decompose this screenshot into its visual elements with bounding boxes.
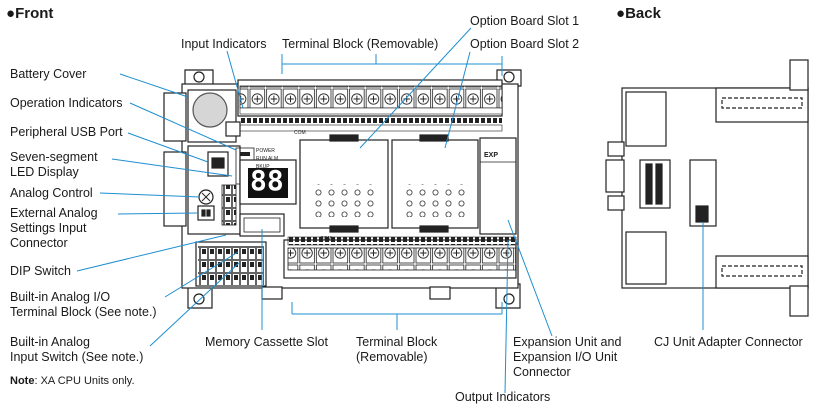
label-expansion-connector: Expansion Unit and Expansion I/O Unit Co… <box>513 335 622 379</box>
exp-text: EXP <box>484 152 499 159</box>
label-option-board-slot-1: Option Board Slot 1 <box>470 14 580 28</box>
bullet-icon: ● <box>616 5 626 22</box>
label-peripheral-usb-port: Peripheral USB Port <box>10 125 123 139</box>
bkup-text: BKUP <box>256 164 270 170</box>
back-heading: ●Back <box>616 5 661 22</box>
label-input-indicators: Input Indicators <box>181 37 267 51</box>
com-text-bottom: COM <box>320 236 332 242</box>
label-operation-indicators: Operation Indicators <box>10 96 123 110</box>
note: Note: XA CPU Units only. <box>10 375 135 387</box>
label-output-indicators: Output Indicators <box>455 390 551 404</box>
com-text-top: COM <box>294 130 306 136</box>
label-seven-segment: Seven-segment LED Display <box>10 150 98 179</box>
label-builtin-analog-input: Built-in Analog Input Switch (See note.) <box>10 335 144 364</box>
label-option-board-slot-2: Option Board Slot 2 <box>470 37 580 51</box>
led-display: 88. <box>250 164 301 197</box>
label-memory-cassette-slot: Memory Cassette Slot <box>205 335 328 349</box>
label-builtin-analog-io: Built-in Analog I/O Terminal Block (See … <box>10 290 157 319</box>
back-unit <box>605 59 809 317</box>
bullet-icon: ● <box>6 5 16 22</box>
power-text: POWER <box>256 148 275 154</box>
front-heading: ●Front <box>6 5 54 22</box>
label-dip-switch: DIP Switch <box>10 264 71 278</box>
label-terminal-block-top: Terminal Block (Removable) <box>282 37 439 51</box>
label-cj-adapter: CJ Unit Adapter Connector <box>654 335 803 349</box>
label-analog-control: Analog Control <box>10 186 93 200</box>
leader-lines <box>76 27 704 394</box>
label-terminal-block-bottom: Terminal Block (Removable) <box>356 335 438 364</box>
run-alm-text: RUN ALM <box>256 156 279 162</box>
label-external-analog: External Analog Settings Input Connector <box>10 206 98 250</box>
label-battery-cover: Battery Cover <box>10 67 87 81</box>
